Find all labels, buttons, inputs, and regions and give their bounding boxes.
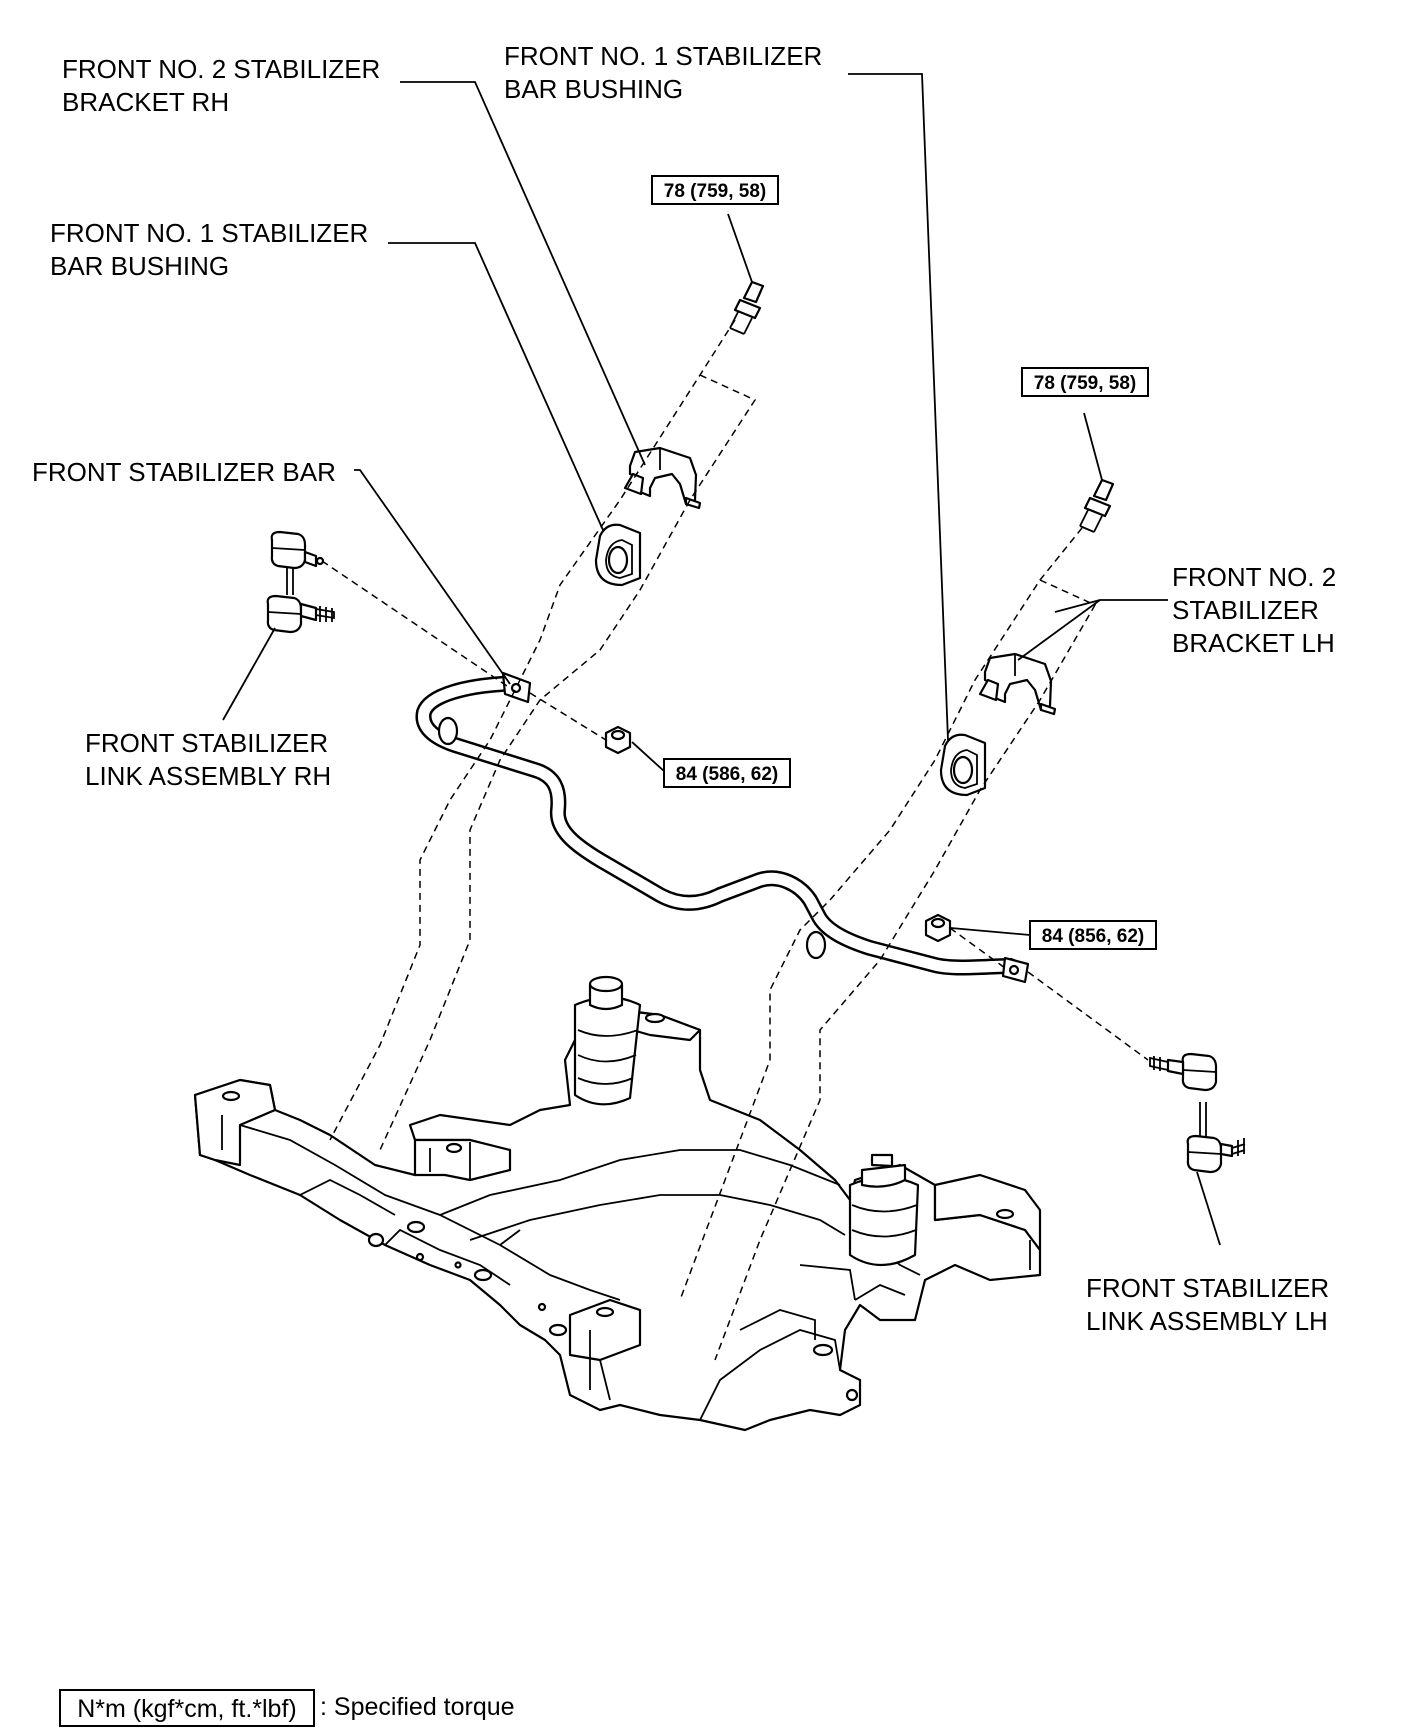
label-link-rh: FRONT STABILIZER LINK ASSEMBLY RH [85, 728, 335, 791]
torque-callout-nut-rh: 84 (586, 62) [663, 758, 791, 788]
front-stabilizer-link-assembly-rh [266, 530, 335, 634]
link-nut-rh [604, 725, 632, 755]
front-no2-stabilizer-bracket-rh [623, 446, 702, 510]
front-no1-stabilizer-bar-bushing-lh [939, 733, 987, 797]
torque-callout-bolt-rh: 78 (759, 58) [651, 175, 779, 205]
label-bracket-rh: FRONT NO. 2 STABILIZER BRACKET RH [62, 54, 388, 117]
legend-unit: N*m (kgf*cm, ft.*lbf) [77, 1695, 296, 1723]
label-bracket-lh: FRONT NO. 2 STABILIZER BRACKET LH [1172, 562, 1343, 658]
front-no1-stabilizer-bar-bushing-rh [594, 523, 642, 587]
torque-value: 78 (759, 58) [664, 181, 766, 202]
label-bushing-left: FRONT NO. 1 STABILIZER BAR BUSHING [50, 218, 376, 281]
front-stabilizer-bar [415, 671, 1030, 984]
front-suspension-crossmember [193, 1008, 1042, 1432]
label-stabilizer-bar: FRONT STABILIZER BAR [32, 457, 336, 487]
engine-mount-front [573, 975, 642, 1106]
torque-value: 78 (759, 58) [1034, 373, 1136, 394]
engine-mount-rear [848, 1153, 920, 1266]
torque-callout-nut-lh: 84 (856, 62) [1029, 920, 1157, 950]
torque-value: 84 (856, 62) [1042, 926, 1144, 947]
torque-value: 84 (586, 62) [676, 764, 778, 785]
assembly-guide-lines [321, 319, 1149, 1361]
front-stabilizer-link-assembly-lh [1149, 1052, 1246, 1174]
leader-lines [222, 73, 1221, 1246]
legend-text: : Specified torque [320, 1693, 515, 1721]
label-bushing-top: FRONT NO. 1 STABILIZER BAR BUSHING [504, 41, 830, 104]
bracket-bolt-lh [1079, 478, 1115, 533]
link-nut-lh [924, 913, 952, 943]
label-link-lh: FRONT STABILIZER LINK ASSEMBLY LH [1086, 1273, 1336, 1336]
legend: N*m (kgf*cm, ft.*lbf) : Specified torque [59, 1689, 515, 1727]
torque-callout-bolt-lh: 78 (759, 58) [1021, 367, 1149, 397]
bracket-bolt-rh [729, 280, 765, 335]
front-no2-stabilizer-bracket-lh [978, 652, 1057, 716]
